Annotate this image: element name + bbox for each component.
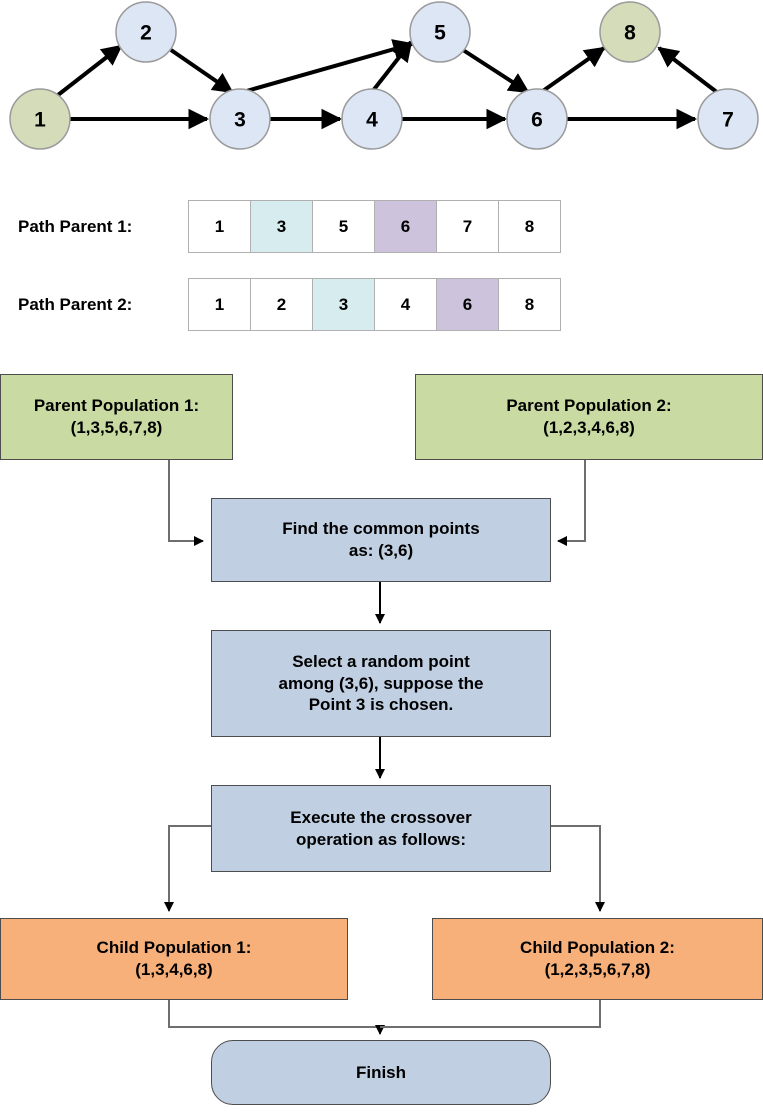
path-cell[interactable]: 8 (498, 278, 561, 331)
connector-execute-to-child2 (550, 825, 605, 912)
parent-population-2-title: Parent Population 2: (506, 396, 672, 416)
graph-nodes: 1 2 3 4 5 6 7 (9, 1, 759, 150)
path-cell[interactable]: 2 (250, 278, 313, 331)
child-population-1-title: Child Population 1: (96, 938, 252, 958)
graph-node-5[interactable]: 5 (409, 1, 471, 63)
select-random-point-line1: Select a random point (292, 651, 470, 671)
child-population-2-box[interactable]: Child Population 2: (1,2,3,5,6,7,8) (432, 918, 763, 1000)
child-population-1-box[interactable]: Child Population 1: (1,3,4,6,8) (0, 918, 348, 1000)
finish-box[interactable]: Finish (211, 1040, 551, 1105)
edge-1-2 (56, 44, 123, 97)
connector-parent2-to-common (557, 459, 586, 546)
graph-node-1[interactable]: 1 (9, 88, 71, 150)
path-cell[interactable]: 6 (374, 200, 437, 253)
graph-node-label: 2 (140, 22, 152, 45)
path-parent-2-cells: 1 2 3 4 6 8 (188, 278, 561, 331)
find-common-points-box[interactable]: Find the common points as: (3,6) (211, 498, 551, 582)
path-cell[interactable]: 8 (498, 200, 561, 253)
edge-4-5 (370, 40, 413, 94)
path-cell[interactable]: 1 (188, 200, 251, 253)
select-random-point-line2: among (3,6), suppose the (278, 673, 484, 693)
child-population-2-title: Child Population 2: (520, 938, 675, 958)
find-common-points-line2: as: (3,6) (348, 541, 414, 560)
edge-6-8 (538, 46, 606, 95)
connector-child2-to-finish (380, 1000, 601, 1028)
graph-node-label: 5 (434, 22, 446, 45)
execute-crossover-box[interactable]: Execute the crossover operation as follo… (211, 785, 551, 872)
path-cell[interactable]: 3 (312, 278, 375, 331)
select-random-point-line3: Point 3 is chosen. (308, 695, 454, 715)
execute-crossover-line1: Execute the crossover (290, 807, 472, 827)
parent-population-1-title: Parent Population 1: (33, 396, 200, 416)
edge-3-5 (242, 39, 415, 94)
path-cell[interactable]: 3 (250, 200, 313, 253)
path-cell[interactable]: 6 (436, 278, 499, 331)
edge-5-6 (461, 48, 530, 94)
finish-label: Finish (355, 1062, 407, 1082)
connector-execute-to-child1 (164, 825, 211, 912)
path-parent-2-row: Path Parent 2: 1 2 3 4 6 8 (0, 278, 561, 331)
edge-7-8 (657, 46, 720, 95)
child-population-2-value: (1,2,3,5,6,7,8) (544, 960, 651, 979)
edge-2-3 (169, 48, 234, 94)
connector-child1-to-finish (168, 1000, 385, 1035)
graph-node-label: 7 (722, 109, 734, 132)
graph-edges (56, 39, 720, 130)
graph-node-label: 3 (234, 109, 246, 132)
child-population-1-value: (1,3,4,6,8) (135, 960, 213, 979)
parent-population-2-value: (1,2,3,4,6,8) (543, 418, 635, 437)
graph-node-7[interactable]: 7 (697, 88, 759, 150)
graph-node-4[interactable]: 4 (341, 88, 403, 150)
parent-population-1-box[interactable]: Parent Population 1: (1,3,5,6,7,8) (0, 374, 233, 460)
graph-node-label: 6 (531, 109, 543, 132)
select-random-point-box[interactable]: Select a random point among (3,6), suppo… (211, 630, 551, 737)
path-parent-2-label: Path Parent 2: (18, 294, 133, 314)
graph-node-8[interactable]: 8 (599, 1, 661, 63)
graph-node-6[interactable]: 6 (506, 88, 568, 150)
parent-population-1-value: (1,3,5,6,7,8) (70, 418, 163, 437)
path-parent-1-row: Path Parent 1: 1 3 5 6 7 8 (0, 200, 561, 253)
find-common-points-line1: Find the common points (282, 519, 480, 539)
graph-node-label: 4 (366, 109, 378, 132)
parent-population-2-box[interactable]: Parent Population 2: (1,2,3,4,6,8) (415, 374, 763, 460)
graph-node-2[interactable]: 2 (115, 1, 177, 63)
execute-crossover-line2: operation as follows: (295, 829, 466, 849)
path-parent-1-cells: 1 3 5 6 7 8 (188, 200, 561, 253)
path-graph: 1 2 3 4 5 6 7 (9, 1, 759, 150)
path-parent-1-label: Path Parent 1: (18, 216, 133, 236)
graph-node-label: 8 (624, 22, 636, 45)
path-cell[interactable]: 7 (436, 200, 499, 253)
graph-node-3[interactable]: 3 (209, 88, 271, 150)
connector-parent1-to-common (168, 459, 204, 546)
graph-node-label: 1 (34, 109, 46, 132)
